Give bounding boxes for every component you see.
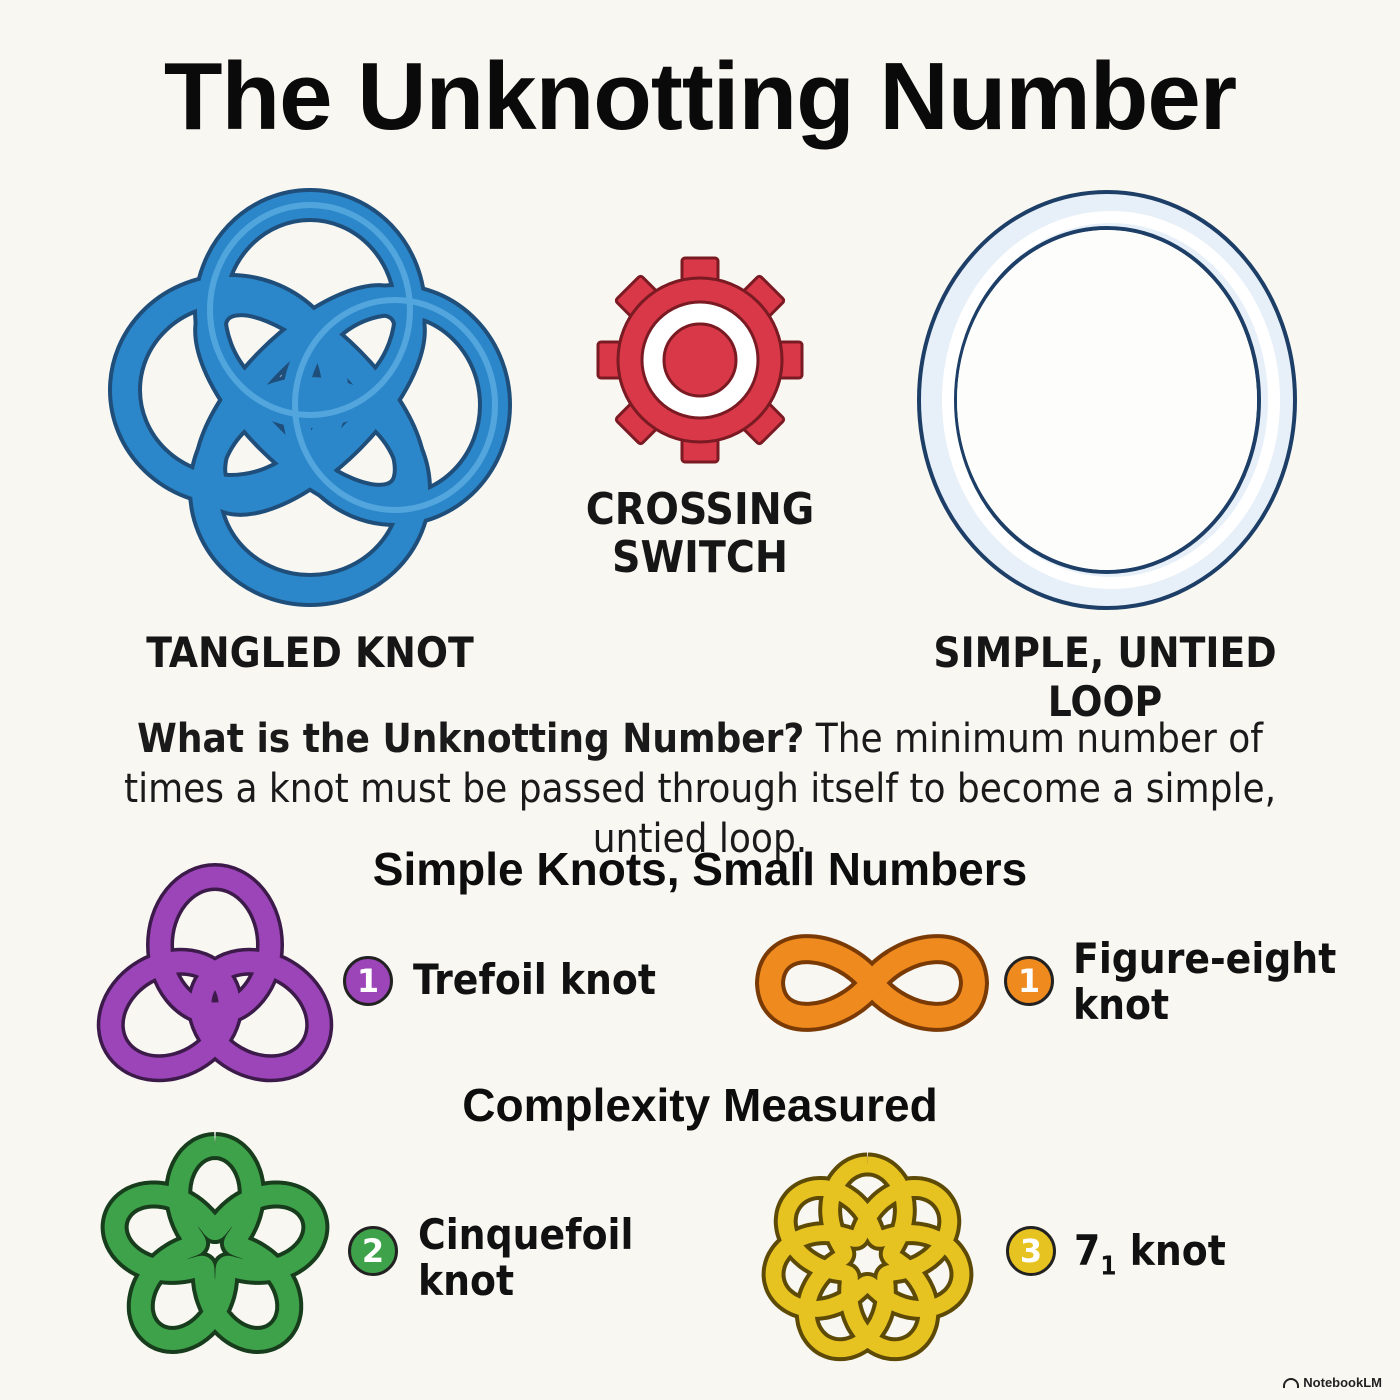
- untied-loop-illustration: [917, 190, 1297, 610]
- footer-brand-text: NotebookLM: [1303, 1375, 1382, 1390]
- cinquefoil-knot-illustration: [100, 1132, 330, 1354]
- seven-one-label-subscript: 1: [1100, 1251, 1117, 1282]
- seven-one-unknotting-badge: 3: [1006, 1226, 1056, 1276]
- figure-eight-knot-label: Figure-eight knot: [1073, 936, 1336, 1028]
- section-complexity: Complexity Measured: [462, 1079, 938, 1131]
- seven-one-label-main: 7: [1074, 1226, 1101, 1275]
- cinquefoil-label-line1: Cinquefoil: [418, 1210, 634, 1259]
- figure-eight-knot-illustration: [755, 934, 989, 1032]
- cinquefoil-unknotting-badge: 2: [348, 1226, 398, 1276]
- footer-brand: NotebookLM: [1283, 1375, 1382, 1390]
- tangled-knot-caption: TANGLED KNOT: [146, 628, 474, 677]
- seven-one-knot-illustration: [761, 1152, 974, 1362]
- tangled-knot-illustration: [108, 188, 512, 607]
- definition-question: What is the Unknotting Number?: [137, 716, 805, 762]
- cinquefoil-label-line2: knot: [418, 1256, 515, 1305]
- untied-loop-caption: SIMPLE, UNTIED LOOP: [933, 628, 1277, 726]
- gear-icon: [596, 256, 804, 464]
- cinquefoil-knot-label: Cinquefoil knot: [418, 1212, 633, 1304]
- crossing-switch-line1: CROSSING: [585, 484, 815, 535]
- seven-one-label-rest: knot: [1116, 1226, 1226, 1275]
- section-simple-knots: Simple Knots, Small Numbers: [372, 843, 1028, 895]
- crossing-switch-caption: CROSSING SWITCH: [560, 486, 840, 582]
- page-title: The Unknotting Number: [163, 43, 1237, 150]
- trefoil-unknotting-badge: 1: [343, 956, 393, 1006]
- figure-eight-label-line1: Figure-eight: [1073, 934, 1337, 983]
- trefoil-knot-illustration: [96, 863, 334, 1083]
- figure-eight-label-line2: knot: [1073, 980, 1170, 1029]
- figure-eight-unknotting-badge: 1: [1004, 956, 1054, 1006]
- trefoil-knot-label: Trefoil knot: [413, 955, 656, 1004]
- definition-answer: The minimum number of times a knot must …: [123, 716, 1277, 862]
- seven-one-knot-label: 71 knot: [1074, 1228, 1226, 1289]
- crossing-switch-line2: SWITCH: [611, 532, 789, 583]
- notebooklm-logo-icon: [1283, 1377, 1300, 1388]
- definition-text: What is the Unknotting Number? The minim…: [90, 714, 1310, 864]
